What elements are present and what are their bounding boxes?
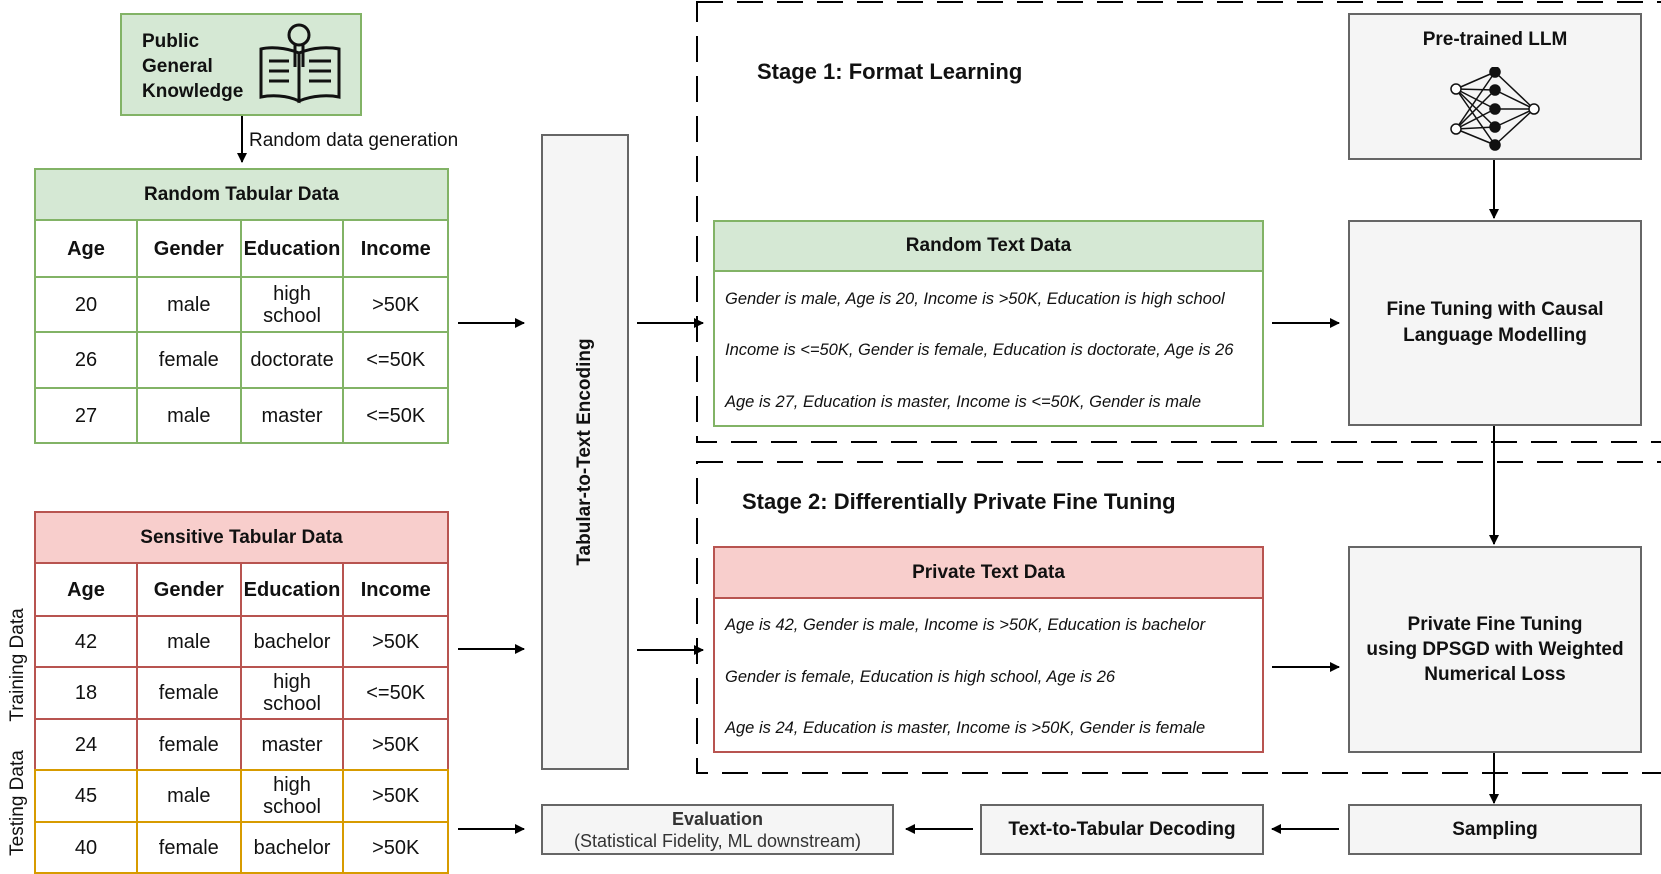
random-text-body: Gender is male, Age is 20, Income is >50… xyxy=(713,270,1264,427)
public-knowledge-label: Public General Knowledge xyxy=(142,31,244,102)
book-lightbulb-icon xyxy=(259,23,341,104)
public-knowledge-box: Public General Knowledge xyxy=(120,13,362,116)
table-cell: 40 xyxy=(33,821,139,874)
table-row: 27 male master <=50K xyxy=(33,387,449,444)
table-cell: 27 xyxy=(33,387,139,444)
table-cell: male xyxy=(136,615,242,668)
table-header-row: Age Gender Education Income xyxy=(33,219,449,278)
table-cell: <=50K xyxy=(342,387,449,444)
table-cell: high school xyxy=(239,666,345,720)
random-text-title: Random Text Data xyxy=(713,220,1264,272)
table-cell: >50K xyxy=(342,276,449,333)
table-cell: female xyxy=(136,718,242,771)
stage1-frame xyxy=(696,1,1661,443)
table-header-cell: Income xyxy=(342,562,449,617)
random-table-title: Random Tabular Data xyxy=(34,168,449,221)
table-header-row: Age Gender Education Income xyxy=(33,562,449,617)
table-row: 40 female bachelor >50K xyxy=(33,821,449,874)
random-table: Age Gender Education Income 20 male high… xyxy=(33,219,449,444)
table-header-cell: Gender xyxy=(136,219,242,278)
table-cell: bachelor xyxy=(239,821,345,874)
table-row: 20 male high school >50K xyxy=(33,276,449,333)
pretrained-llm-title: Pre-trained LLM xyxy=(1422,29,1568,50)
neural-network-icon xyxy=(1450,67,1540,151)
table-cell: 42 xyxy=(33,615,139,668)
table-cell: female xyxy=(136,821,242,874)
table-cell: 45 xyxy=(33,769,139,823)
table-row: 26 female doctorate <=50K xyxy=(33,331,449,389)
stage1-title: Stage 1: Format Learning xyxy=(757,59,1023,84)
private-finetune-box: Private Fine Tuning using DPSGD with Wei… xyxy=(1348,546,1642,753)
table-cell: master xyxy=(239,387,345,444)
private-text-line: Age is 24, Education is master, Income i… xyxy=(725,719,1206,737)
table-cell: <=50K xyxy=(342,331,449,389)
table-cell: high school xyxy=(239,769,345,823)
sampling-box: Sampling xyxy=(1348,804,1642,855)
random-text-line: Income is <=50K, Gender is female, Educa… xyxy=(725,341,1234,359)
sensitive-table-title: Sensitive Tabular Data xyxy=(34,511,449,564)
private-text-body: Age is 42, Gender is male, Income is >50… xyxy=(713,597,1264,753)
private-text-line: Age is 42, Gender is male, Income is >50… xyxy=(725,616,1206,634)
random-text-line: Age is 27, Education is master, Income i… xyxy=(725,393,1201,411)
encoding-box: Tabular-to-Text Encoding xyxy=(541,134,629,770)
table-cell: female xyxy=(136,666,242,720)
table-cell: 24 xyxy=(33,718,139,771)
sensitive-table: Age Gender Education Income 42 male bach… xyxy=(33,562,449,874)
table-header-cell: Gender xyxy=(136,562,242,617)
table-header-cell: Age xyxy=(33,219,139,278)
table-cell: >50K xyxy=(342,718,449,771)
table-cell: high school xyxy=(239,276,345,333)
table-cell: 26 xyxy=(33,331,139,389)
table-cell: bachelor xyxy=(239,615,345,668)
table-header-cell: Education xyxy=(239,219,345,278)
random-generation-label: Random data generation xyxy=(249,130,459,151)
table-cell: male xyxy=(136,387,242,444)
private-text-title: Private Text Data xyxy=(713,546,1264,599)
table-row: 24 female master >50K xyxy=(33,718,449,771)
table-cell: 20 xyxy=(33,276,139,333)
pretrained-llm-box: Pre-trained LLM xyxy=(1348,13,1642,160)
stage2-title: Stage 2: Differentially Private Fine Tun… xyxy=(742,489,1176,514)
evaluation-title: Evaluation xyxy=(671,808,764,829)
decoding-box: Text-to-Tabular Decoding xyxy=(980,804,1264,855)
table-row: 42 male bachelor >50K xyxy=(33,615,449,668)
private-text-line: Gender is female, Education is high scho… xyxy=(725,668,1116,686)
random-text-line: Gender is male, Age is 20, Income is >50… xyxy=(725,290,1225,308)
encoding-label: Tabular-to-Text Encoding xyxy=(574,338,595,566)
table-cell: male xyxy=(136,769,242,823)
table-cell: female xyxy=(136,331,242,389)
table-cell: doctorate xyxy=(239,331,345,389)
table-row: 18 female high school <=50K xyxy=(33,666,449,720)
stage2-frame xyxy=(696,461,1661,774)
table-cell: <=50K xyxy=(342,666,449,720)
table-cell: >50K xyxy=(342,769,449,823)
table-cell: male xyxy=(136,276,242,333)
table-cell: >50K xyxy=(342,821,449,874)
table-cell: >50K xyxy=(342,615,449,668)
evaluation-subtitle: (Statistical Fidelity, ML downstream) xyxy=(573,830,862,851)
table-cell: 18 xyxy=(33,666,139,720)
table-row: 45 male high school >50K xyxy=(33,769,449,823)
evaluation-box: Evaluation (Statistical Fidelity, ML dow… xyxy=(541,804,894,855)
table-header-cell: Age xyxy=(33,562,139,617)
table-header-cell: Income xyxy=(342,219,449,278)
finetune-causal-box: Fine Tuning with Causal Language Modelli… xyxy=(1348,220,1642,426)
table-header-cell: Education xyxy=(239,562,345,617)
table-cell: master xyxy=(239,718,345,771)
